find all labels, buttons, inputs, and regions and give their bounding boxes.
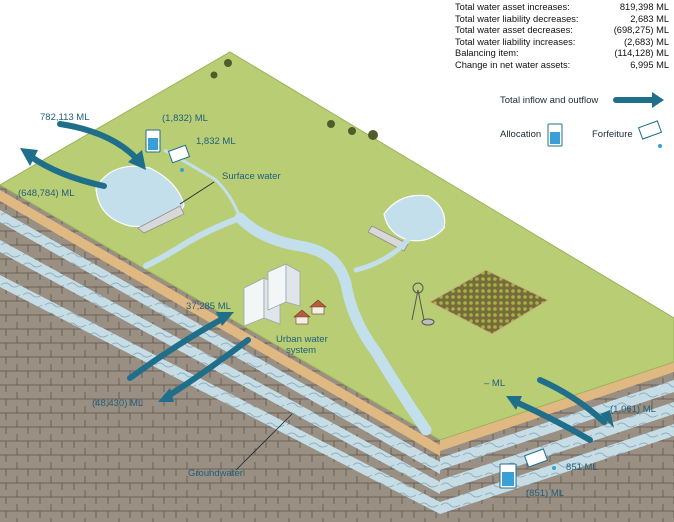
- legend-allocation-glass-icon: [547, 123, 563, 147]
- surface-outflow-label: (648,784) ML: [18, 188, 75, 199]
- river-branch: [143, 215, 243, 269]
- gw-forfeiture-label: 851 ML: [566, 462, 598, 473]
- flow-arrows: [27, 97, 655, 443]
- summary-row: Total water liability increases:(2,683) …: [455, 36, 669, 47]
- surface-inflow-label: 782,113 ML: [40, 112, 90, 123]
- summary-row: Total water liability decreases:2,683 ML: [455, 13, 669, 24]
- dams: [137, 205, 409, 252]
- connector-lines: [179, 181, 293, 471]
- summary-row: Total water asset decreases:(698,275) ML: [455, 25, 669, 36]
- surface-forfeiture-label: 1,832 ML: [196, 136, 236, 147]
- surface-forfeiture-glass-icon: [167, 144, 191, 172]
- gw-inflow-label: – ML: [484, 378, 506, 389]
- gw-allocation-label: (851) ML: [526, 488, 565, 499]
- glass-icons: [145, 120, 663, 489]
- gw-inflow-arrow: [513, 399, 593, 443]
- soil-cross-section-right: [440, 362, 674, 522]
- surface-water-bodies: [95, 165, 446, 242]
- gw-outflow-arrow: [537, 377, 607, 425]
- land-surface: [0, 51, 674, 441]
- legend-forfeiture-glass-icon: [637, 120, 663, 148]
- groundwater-label: Groundwater: [188, 468, 243, 479]
- urban-buildings: [243, 263, 301, 327]
- urban-system-label-1: Urban water: [276, 334, 328, 345]
- surface-water-label: Surface water: [222, 171, 281, 182]
- gw-outflow-label: (1,061) ML: [610, 404, 656, 415]
- gw-forfeiture-glass-icon: [523, 448, 556, 470]
- urban-outflow-arrow: [165, 337, 251, 399]
- river-branch-east: [353, 237, 411, 273]
- urban-system-label-2: system: [286, 345, 317, 356]
- surface-allocation-glass-icon: [145, 129, 161, 153]
- houses: [293, 299, 327, 325]
- summary-row: Change in net water assets:6,995 ML: [455, 59, 669, 70]
- legend-allocation-label: Allocation: [500, 129, 542, 140]
- gw-allocation-glass-icon: [499, 463, 517, 489]
- arrow-heads: [20, 92, 664, 428]
- soil-cross-section-left: [0, 185, 440, 522]
- surface-allocation-label: (1,832) ML: [162, 113, 208, 124]
- surface-outflow-arrow: [27, 153, 107, 189]
- river: [234, 212, 432, 436]
- legend-forfeiture-label: Forfeiture: [592, 129, 633, 140]
- summary-row: Total water asset increases:819,398 ML: [455, 2, 669, 12]
- trees: [210, 59, 378, 140]
- surface-inflow-arrow: [57, 121, 141, 163]
- legend-total-flow-label: Total inflow and outflow: [500, 95, 599, 106]
- water-accounting-summary: Total water asset increases:819,398 ML T…: [455, 2, 669, 72]
- urban-inflow-label: 37,285 ML: [186, 301, 231, 312]
- windmill: [411, 282, 435, 326]
- urban-inflow-arrow: [127, 315, 227, 381]
- urban-outflow-label: (48,430) ML: [92, 398, 144, 409]
- crop-field: [428, 269, 550, 335]
- summary-row: Balancing item:(114,128) ML: [455, 48, 669, 59]
